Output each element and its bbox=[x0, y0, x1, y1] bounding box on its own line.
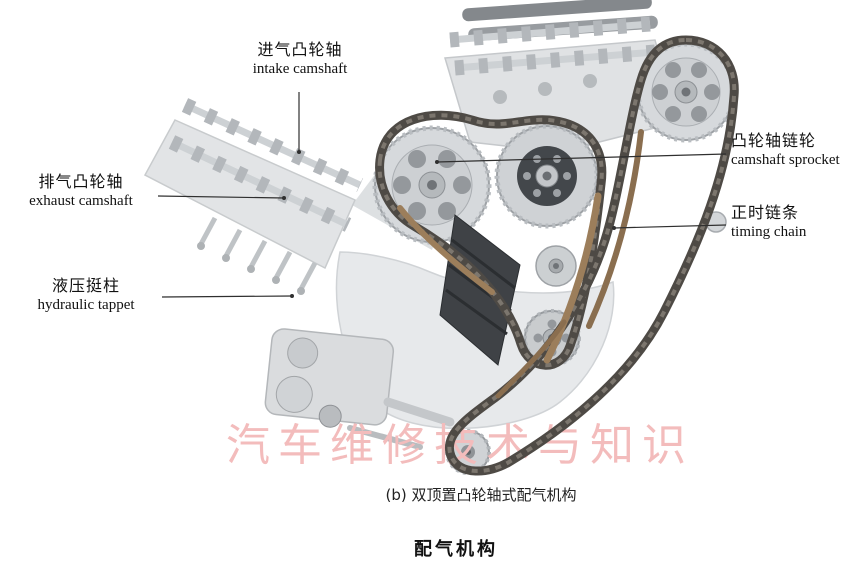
oil-pump bbox=[264, 328, 455, 450]
chain-guides bbox=[397, 129, 644, 399]
label-exhaust-camshaft-zh: 排气凸轮轴 bbox=[38, 172, 124, 191]
label-camshaft-sprocket-en: camshaft sprocket bbox=[731, 152, 840, 168]
tappet-tips bbox=[197, 242, 305, 295]
label-hydraulic-tappet-zh: 液压挺柱 bbox=[51, 276, 120, 295]
valve-springs-tappets bbox=[198, 216, 318, 291]
label-camshaft-sprocket-zh: 凸轮轴链轮 bbox=[731, 131, 817, 150]
camshaft-sprocket-left bbox=[372, 125, 492, 245]
label-intake-camshaft-en: intake camshaft bbox=[252, 61, 348, 77]
leader-line-exhaust bbox=[157, 195, 285, 199]
figure-caption: (b) 双顶置凸轮轴式配气机构 bbox=[385, 486, 577, 504]
label-hydraulic-tappet: 液压挺柱 hydraulic tappet bbox=[12, 276, 160, 315]
intake-runner bbox=[462, 0, 652, 22]
leader-line-sprocket bbox=[436, 153, 727, 163]
label-exhaust-camshaft: 排气凸轮轴 exhaust camshaft bbox=[6, 172, 156, 211]
label-intake-camshaft-zh: 进气凸轮轴 bbox=[257, 40, 343, 59]
figure-title: 配气机构 bbox=[414, 539, 498, 560]
label-exhaust-camshaft-en: exhaust camshaft bbox=[29, 193, 133, 209]
idler-sprocket bbox=[535, 245, 577, 287]
leader-dots bbox=[282, 150, 616, 298]
label-camshaft-sprocket: 凸轮轴链轮 camshaft sprocket bbox=[731, 131, 865, 170]
leader-lines bbox=[157, 92, 727, 298]
leader-line-chain bbox=[613, 224, 727, 229]
left-bank-camshafts bbox=[168, 98, 364, 232]
leader-line-tappet bbox=[161, 295, 293, 298]
camshaft-sprocket-right bbox=[635, 41, 737, 143]
timing-chain-main bbox=[445, 35, 739, 476]
label-timing-chain-zh: 正时链条 bbox=[731, 203, 800, 222]
right-bank-camshafts bbox=[449, 16, 656, 76]
camshaft-sprocket-vvt bbox=[494, 123, 600, 229]
label-hydraulic-tappet-en: hydraulic tappet bbox=[37, 297, 135, 313]
label-intake-camshaft: 进气凸轮轴 intake camshaft bbox=[240, 40, 360, 79]
label-timing-chain-en: timing chain bbox=[731, 224, 807, 240]
label-timing-chain: 正时链条 timing chain bbox=[731, 203, 851, 242]
